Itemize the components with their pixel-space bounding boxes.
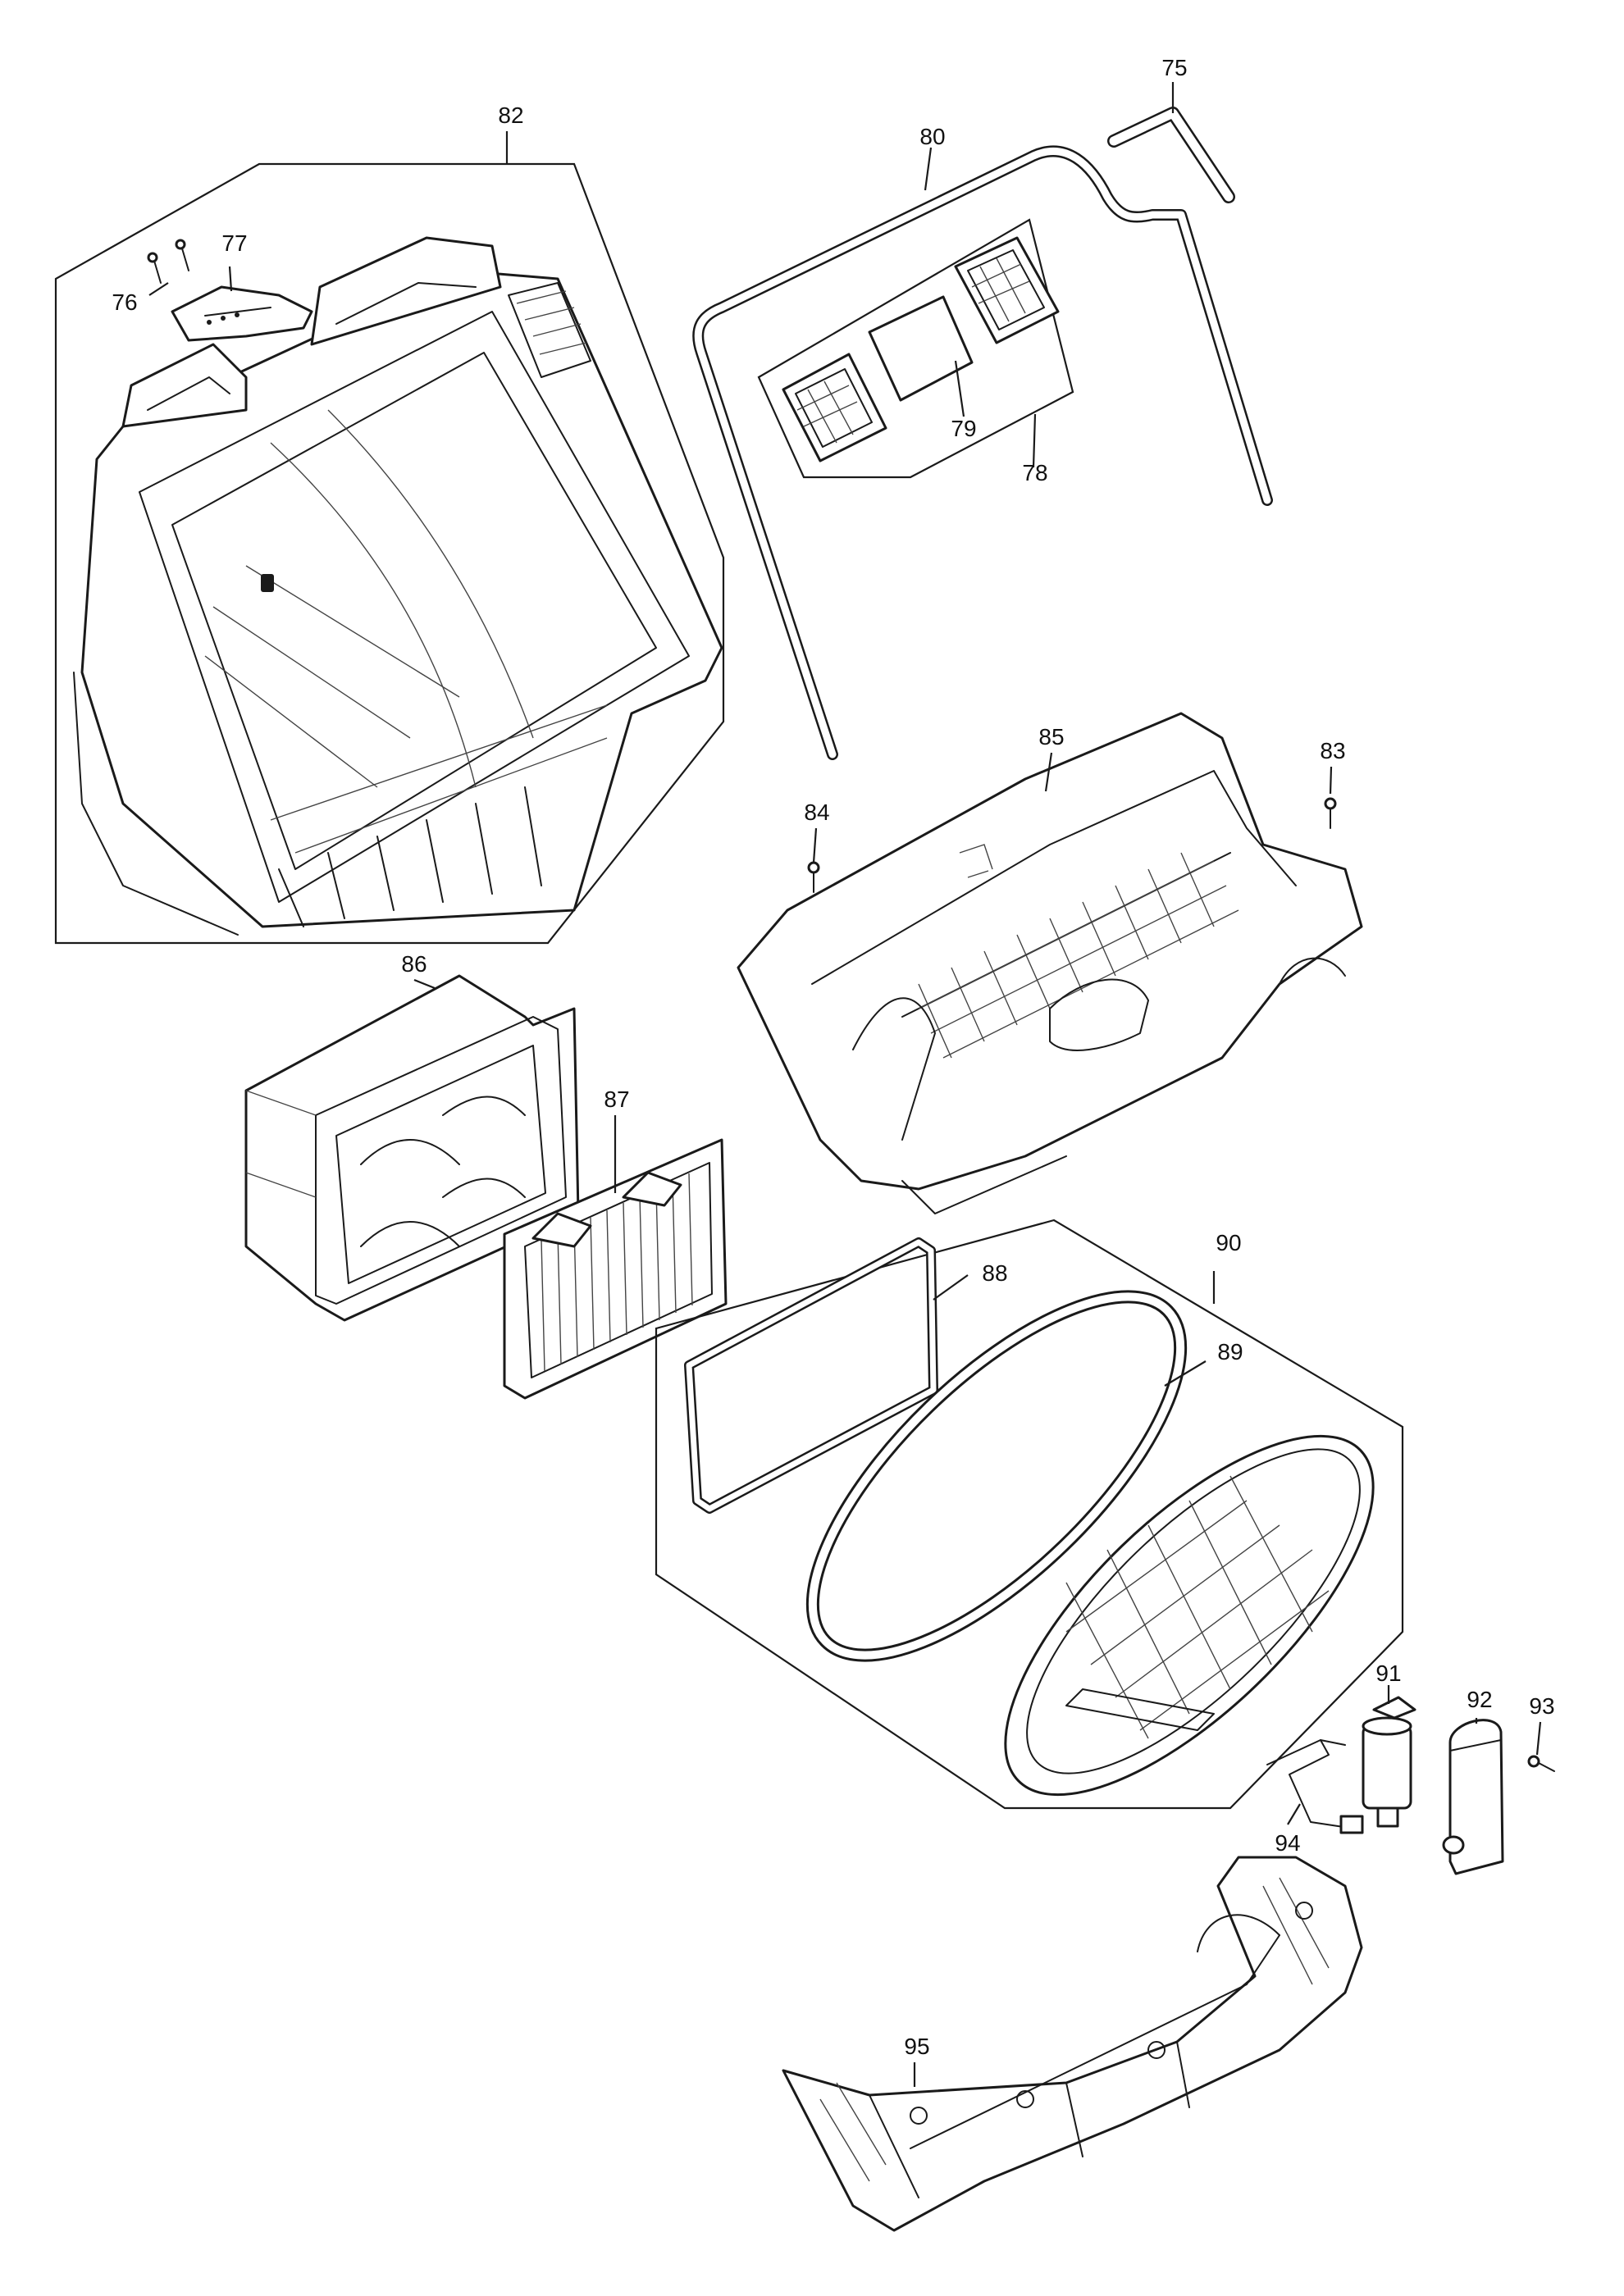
part-83-screw[interactable] [1324, 797, 1337, 829]
callout-82: 82 [498, 102, 523, 128]
part-93-screw[interactable] [1527, 1755, 1555, 1772]
callout-92: 92 [1467, 1687, 1492, 1712]
part-75-bent-tube[interactable] [1107, 107, 1235, 203]
part-89-oval-seal[interactable] [758, 1241, 1234, 1711]
part-78-filter-frames[interactable] [782, 236, 1060, 462]
callout-77: 77 [221, 230, 247, 256]
callout-91: 91 [1375, 1660, 1401, 1686]
part-87-pleated-filter[interactable] [503, 1138, 728, 1400]
callout-labels: 75 76 77 78 79 80 82 83 84 85 86 87 88 8… [112, 55, 1554, 2059]
part-86-filter-holder[interactable] [244, 974, 580, 1322]
callout-87: 87 [604, 1086, 629, 1112]
callout-86: 86 [401, 951, 427, 977]
part-94-cable[interactable] [1266, 1739, 1364, 1834]
callout-88: 88 [982, 1260, 1007, 1286]
part-79-filter-pad[interactable] [868, 295, 974, 402]
part-88-gasket[interactable] [684, 1237, 938, 1514]
group-outline-78 [757, 218, 1074, 479]
callout-94: 94 [1275, 1830, 1300, 1856]
part-92-cover[interactable] [1442, 1719, 1504, 1875]
group-outline-82 [54, 162, 725, 945]
part-85-motor-housing[interactable] [737, 712, 1363, 1214]
part-91-micro-switch[interactable] [1362, 1696, 1416, 1828]
callout-95: 95 [904, 2034, 929, 2059]
callout-93: 93 [1529, 1693, 1554, 1719]
part-77-latch-cap[interactable] [171, 285, 313, 342]
callout-80: 80 [919, 124, 945, 149]
callout-79: 79 [951, 416, 976, 441]
callout-84: 84 [804, 800, 829, 825]
callout-90: 90 [1216, 1230, 1241, 1255]
part-90-filter-cage[interactable] [951, 1381, 1427, 1851]
callout-89: 89 [1217, 1339, 1243, 1364]
callout-83: 83 [1320, 738, 1345, 763]
callout-78: 78 [1022, 460, 1047, 485]
part-95-base-tray[interactable] [782, 1856, 1363, 2232]
part-82-tank[interactable] [73, 236, 723, 936]
callout-85: 85 [1038, 724, 1064, 749]
leader-lines [148, 82, 1542, 2087]
callout-76: 76 [112, 289, 137, 315]
group-outline-90 [655, 1219, 1404, 1810]
callout-75: 75 [1161, 55, 1187, 80]
part-80-hose[interactable] [692, 145, 1273, 760]
part-76-screws[interactable] [147, 239, 189, 284]
part-84-screw[interactable] [807, 861, 820, 893]
